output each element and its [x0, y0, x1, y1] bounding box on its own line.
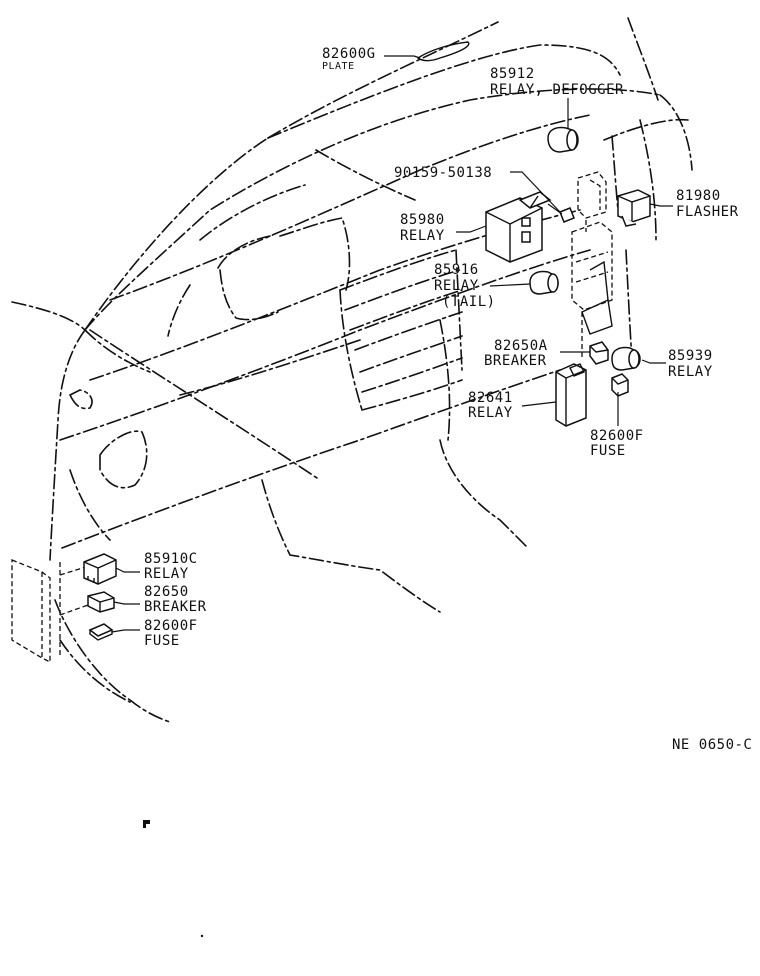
part-desc: RELAY [668, 364, 713, 380]
part-desc: FUSE [590, 443, 626, 459]
callout-breaker-82650a: 82650A BREAKER [484, 338, 548, 369]
part-desc: BREAKER [144, 599, 207, 615]
callout-relay-85916: 85916 RELAY (TAIL) [434, 262, 496, 310]
breaker-82650a-part [589, 341, 609, 365]
dashboard-outline [11, 17, 693, 723]
callout-relay-85980: 85980 RELAY [400, 212, 445, 244]
part-number: 90159-50138 [394, 165, 492, 181]
fuse-left-part [88, 623, 114, 641]
callout-flasher-81980: 81980 FLASHER [676, 188, 739, 220]
callout-relay-85910c: 85910C RELAY [144, 551, 198, 582]
part-desc: FLASHER [676, 204, 739, 220]
bolt-part [547, 203, 575, 223]
callout-relay-85939: 85939 RELAY [668, 348, 713, 380]
figure-code: NE 0650-C [672, 737, 752, 753]
relay-85939-part [611, 346, 641, 371]
part-desc: RELAY [468, 405, 513, 421]
callout-fuse-82600f-left: 82600F FUSE [144, 618, 198, 649]
part-number: 85912 [490, 66, 535, 82]
part-number: 85980 [400, 212, 445, 228]
relay-85980-part [485, 191, 552, 263]
part-desc: RELAY [434, 278, 479, 294]
callout-bolt-90159: 90159-50138 [394, 165, 492, 181]
callout-relay-82641: 82641 RELAY [468, 390, 513, 421]
callout-relay-85912: 85912 RELAY, DEFOGGER [490, 66, 624, 98]
part-number: 85910C [144, 551, 198, 567]
part-number: 82650A [494, 338, 548, 354]
part-desc: FUSE [144, 633, 180, 649]
part-number: 81980 [676, 188, 721, 204]
breaker-82650-part [87, 591, 115, 613]
callout-plate-82600g: 82600G PLATE [322, 46, 376, 72]
part-number: 82600G [322, 46, 376, 62]
part-number: 82600F [590, 428, 644, 444]
plate-part [416, 41, 470, 62]
leader-lines [111, 55, 673, 633]
part-desc: RELAY, DEFOGGER [490, 82, 624, 98]
part-desc: RELAY [400, 228, 445, 244]
part-desc-secondary: (TAIL) [442, 294, 496, 310]
part-number: 85939 [668, 348, 713, 364]
relay-85910c-part [83, 553, 117, 585]
part-desc: PLATE [322, 61, 355, 72]
relay-defogger-part [547, 126, 579, 153]
part-number: 85916 [434, 262, 479, 278]
flasher-part [617, 189, 651, 227]
part-number: 82641 [468, 390, 513, 406]
part-number: 82650 [144, 584, 189, 600]
part-number: 82600F [144, 618, 198, 634]
fuse-right-part [611, 373, 629, 397]
relay-82641-part [555, 363, 587, 427]
relay-tail-part [529, 270, 559, 295]
part-desc: RELAY [144, 566, 189, 582]
print-specks [143, 820, 204, 938]
relay-bracket [571, 171, 613, 360]
callout-breaker-82650: 82650 BREAKER [144, 584, 207, 615]
part-desc: BREAKER [484, 353, 547, 369]
callout-fuse-82600f-right: 82600F FUSE [590, 428, 644, 459]
